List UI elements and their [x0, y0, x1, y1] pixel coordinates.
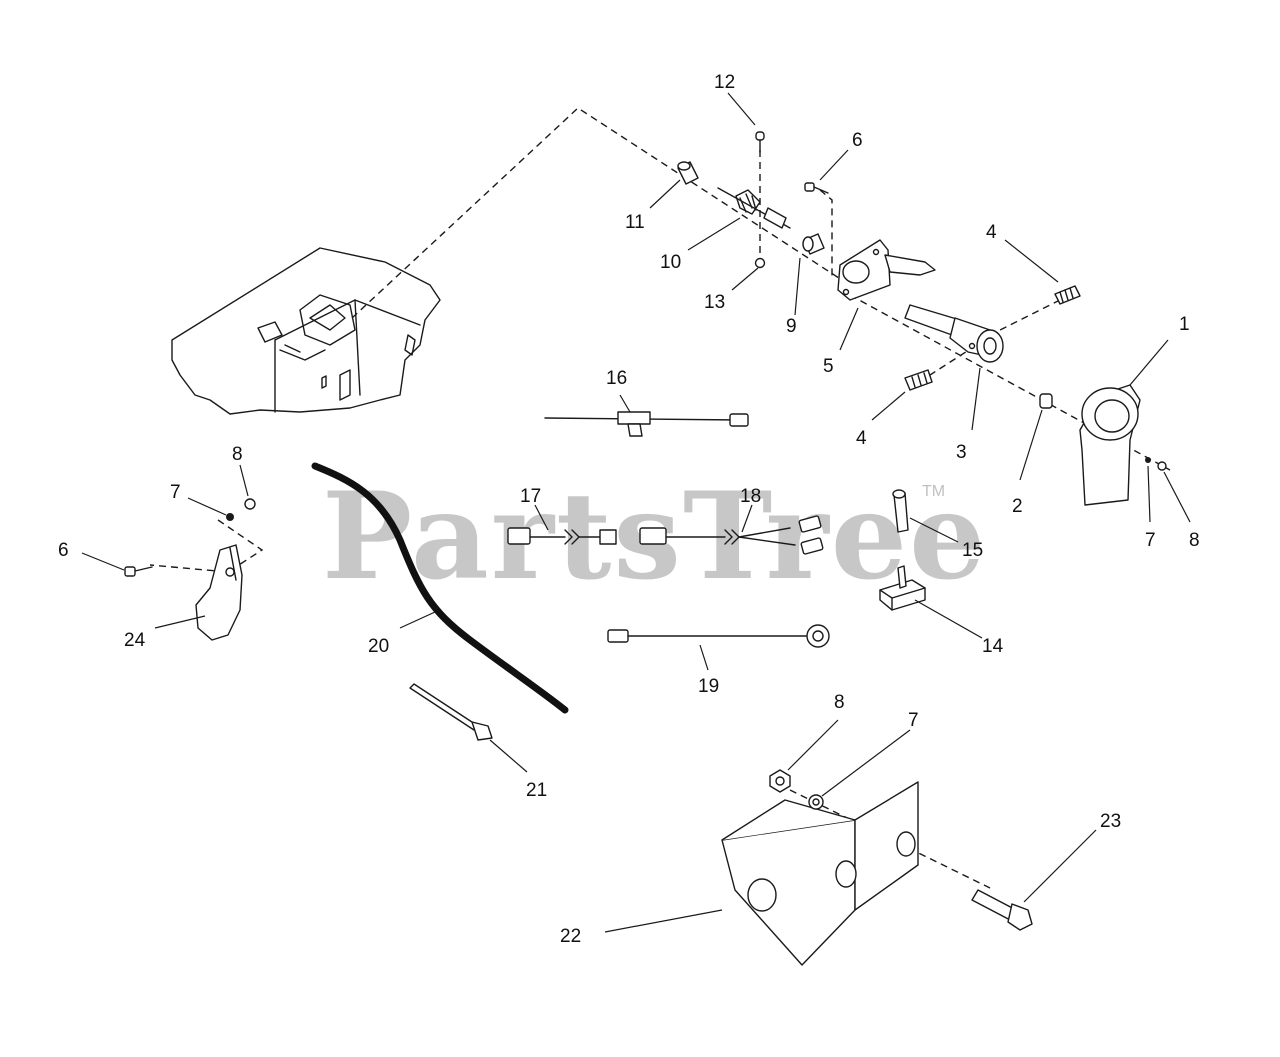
part-5-plate	[837, 239, 936, 301]
assembly-line-main	[351, 107, 846, 319]
callout-17: 17	[520, 486, 541, 507]
callout-14: 14	[982, 636, 1004, 657]
part-22-mounting-bracket	[721, 781, 919, 966]
callout-1: 1	[1179, 314, 1190, 335]
part-17-18-harness	[507, 515, 824, 555]
callout-16: 16	[606, 368, 627, 389]
callout-2: 2	[1012, 496, 1023, 517]
part-8-nut-left	[244, 498, 256, 510]
part-7-washer-bracket	[808, 794, 824, 810]
callouts: 12 6 4 1 11 10 13 9 5 3 4 2 7 8 16 17 18…	[58, 72, 1200, 947]
part-9-bushing	[802, 233, 825, 255]
callout-24: 24	[124, 630, 146, 651]
callout-10: 10	[660, 252, 681, 273]
part-4-setscrew-lower	[904, 369, 933, 391]
part-12-screw	[755, 131, 765, 153]
callout-13: 13	[704, 292, 725, 313]
callout-7-left: 7	[170, 482, 181, 503]
callout-6-left: 6	[58, 540, 69, 561]
assembly-line-4	[929, 299, 1061, 376]
part-24-bracket	[195, 544, 243, 641]
frame-section	[171, 247, 441, 415]
part-3-shaft	[904, 304, 1004, 363]
callout-7-bracket: 7	[908, 710, 919, 731]
part-7-washer-right	[1145, 457, 1151, 463]
part-16-harness	[544, 411, 749, 437]
part-10-spring-assembly	[717, 187, 791, 229]
callout-18: 18	[740, 486, 761, 507]
part-8-nut-bracket	[769, 769, 791, 793]
leader-lines	[81, 92, 1191, 933]
callout-4-upper: 4	[986, 222, 997, 243]
part-15-pin	[892, 489, 909, 533]
callout-22: 22	[560, 926, 581, 947]
callout-8-bracket: 8	[834, 692, 845, 713]
callout-9: 9	[786, 316, 797, 337]
part-13-nut	[754, 257, 766, 269]
callout-6-upper: 6	[852, 130, 863, 151]
watermark-trademark: TM	[922, 483, 945, 500]
part-14-switch	[879, 565, 926, 611]
part-23-bolt	[971, 889, 1033, 931]
part-6-bolt-left	[124, 566, 153, 577]
callout-20: 20	[368, 636, 389, 657]
callout-5: 5	[823, 356, 834, 377]
part-8-nut-right	[1157, 461, 1167, 471]
part-7-washer-left	[226, 513, 234, 521]
part-2-spacer	[1039, 393, 1053, 409]
part-20-cable	[311, 462, 569, 714]
callout-7-right: 7	[1145, 530, 1156, 551]
callout-21: 21	[526, 780, 547, 801]
callout-15: 15	[962, 540, 983, 561]
part-11-bushing	[677, 161, 699, 185]
callout-8-right: 8	[1189, 530, 1200, 551]
callout-23: 23	[1100, 811, 1121, 832]
part-21-cable-tie	[409, 683, 493, 741]
part-1-housing	[1079, 384, 1141, 506]
callout-12: 12	[714, 72, 735, 93]
part-6-bolt-upper	[804, 182, 829, 194]
assembly-line-24	[149, 519, 264, 573]
callout-3: 3	[956, 442, 967, 463]
callout-4-lower: 4	[856, 428, 867, 449]
callout-11: 11	[625, 212, 645, 233]
callout-19: 19	[698, 676, 719, 697]
assembly-line-6	[819, 189, 833, 280]
callout-8-left: 8	[232, 444, 243, 465]
part-19-ground-wire	[607, 624, 830, 648]
part-4-setscrew-upper	[1054, 285, 1081, 305]
